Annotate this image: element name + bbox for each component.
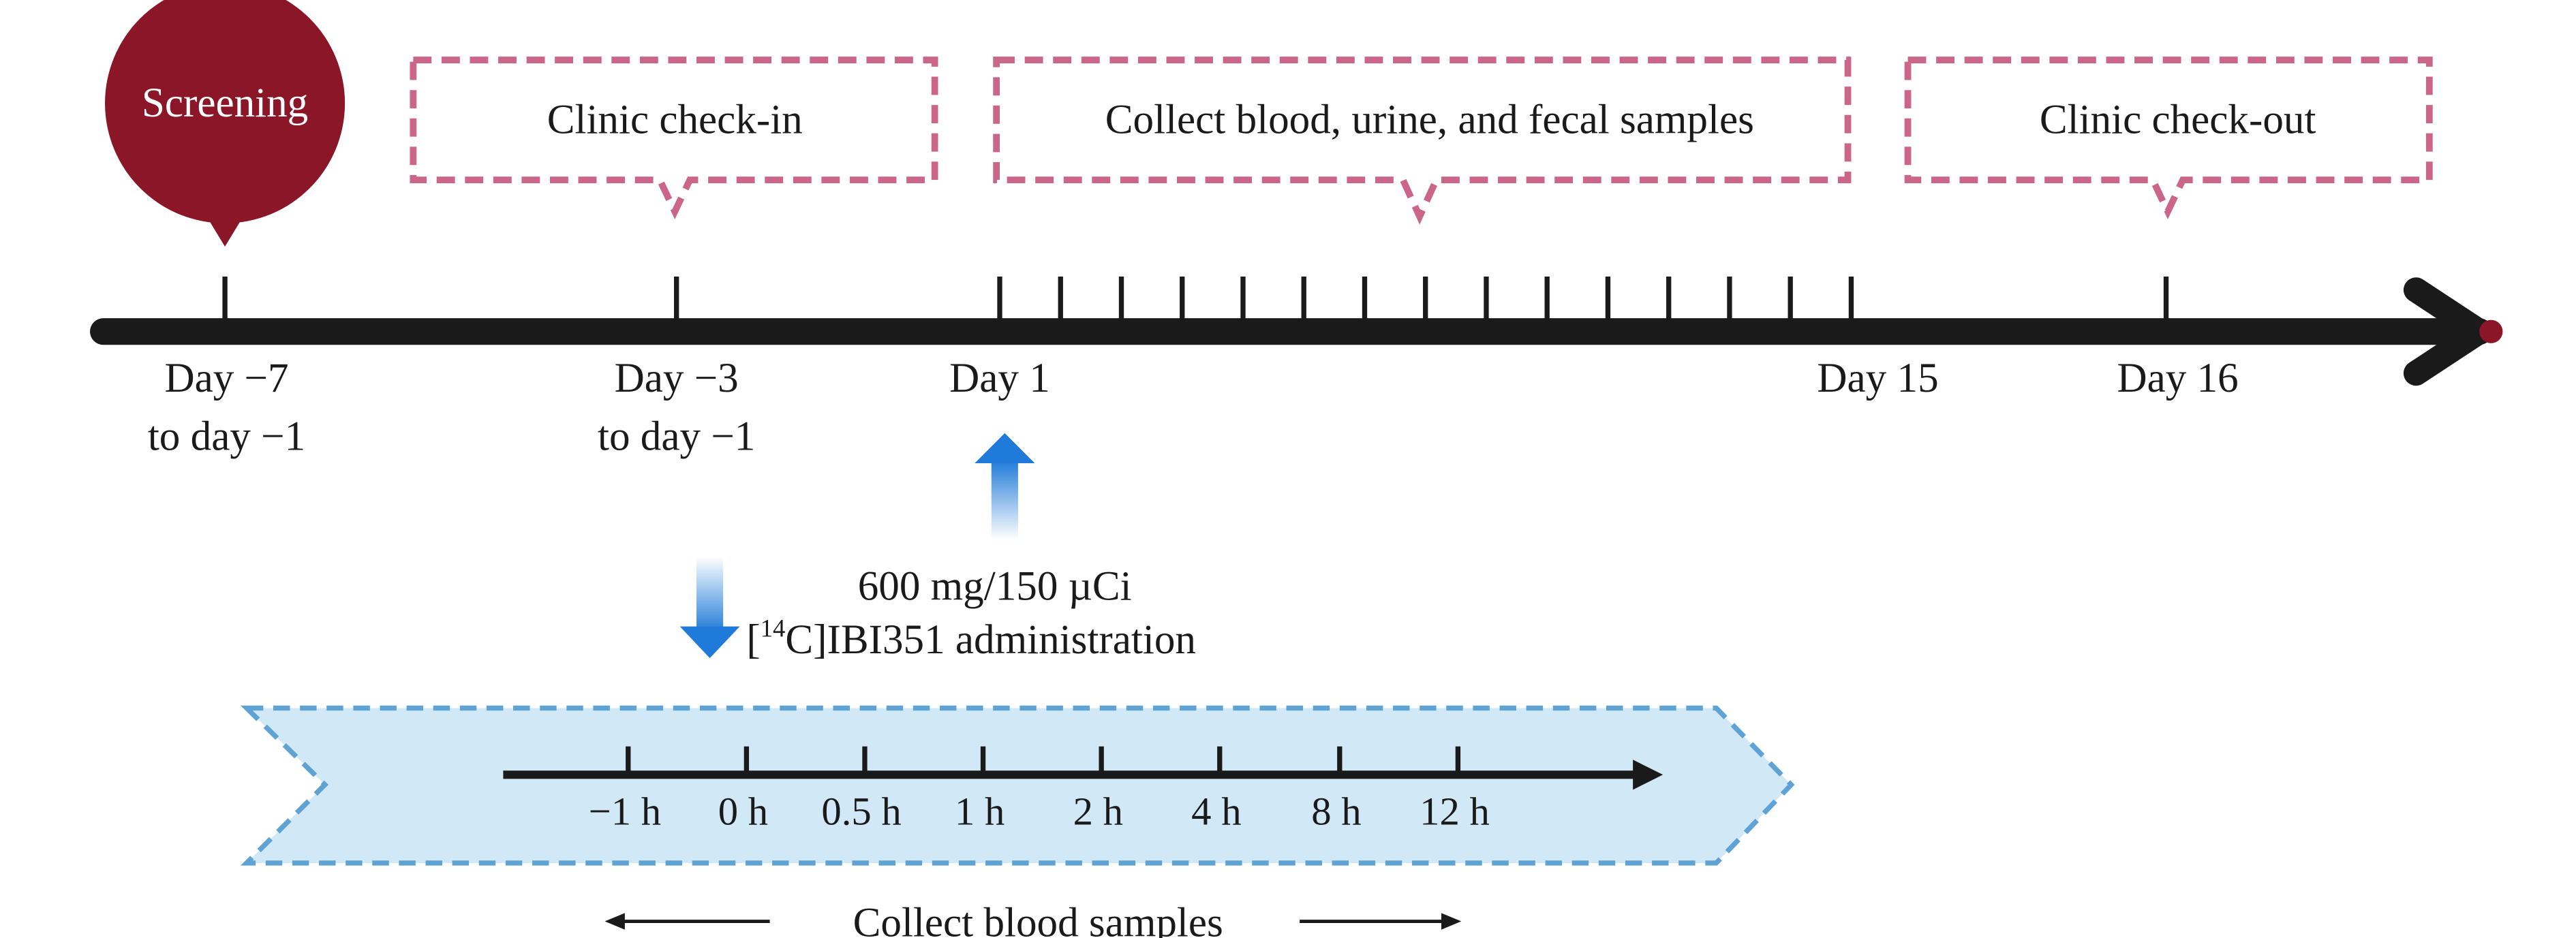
dose-isotope-mass: 14: [761, 614, 786, 642]
screening-marker: Screening: [105, 0, 346, 247]
screening-label: Screening: [142, 80, 308, 126]
dose-info: 600 mg/150 µCi [14C]IBI351 administratio…: [746, 563, 1196, 662]
collect-blood-footer: Collect blood samples: [604, 901, 1462, 938]
callout-check-out: [1904, 57, 2433, 220]
arrow-down-icon: [679, 556, 740, 659]
blood-axis-arrowhead: [1633, 760, 1663, 790]
blood-tick-label: 0.5 h: [821, 790, 901, 834]
label-day-m7-line2: to day −1: [148, 413, 305, 459]
blood-sampling-band: −1 h 0 h 0.5 h 1 h 2 h 4 h 8 h 12 h: [240, 705, 1795, 866]
blood-axis-ticks: −1 h 0 h 0.5 h 1 h 2 h 4 h 8 h 12 h: [589, 746, 1490, 834]
blood-band-shape: [246, 708, 1792, 863]
callout-check-in-frame: [410, 57, 938, 220]
main-axis-end-dot: [2479, 319, 2503, 343]
label-day-m7-line1: Day −7: [164, 356, 288, 401]
dose-amount: 600 mg/150 µCi: [858, 563, 1132, 609]
collect-blood-label: Collect blood samples: [853, 901, 1223, 938]
callout-check-out-frame: [1904, 57, 2433, 220]
arrow-up-icon: [975, 433, 1035, 540]
blood-tick-label: 4 h: [1191, 790, 1241, 834]
callout-collect-samples: [993, 57, 1852, 225]
blood-tick-label: 0 h: [718, 790, 768, 834]
callout-collect-samples-label: Collect blood, urine, and fecal samples: [1105, 97, 1754, 143]
arrow-left-icon: [604, 913, 770, 930]
label-day-m3-line1: Day −3: [615, 356, 739, 401]
callout-collect-samples-frame: [993, 57, 1852, 225]
label-day-1: Day 1: [949, 356, 1050, 401]
screening-circle: [105, 0, 346, 223]
callout-check-out-label: Clinic check-out: [2040, 97, 2316, 143]
callout-check-in: [410, 57, 938, 220]
main-timeline: [90, 277, 2503, 386]
blood-tick-label: 12 h: [1420, 790, 1490, 834]
label-day-15: Day 15: [1817, 356, 1938, 401]
label-day-16: Day 16: [2117, 356, 2239, 401]
callout-check-in-label: Clinic check-in: [547, 97, 803, 143]
blood-tick-label: 8 h: [1311, 790, 1361, 834]
blood-tick-label: −1 h: [589, 790, 661, 834]
timeline-labels: Day −7 to day −1 Day −3 to day −1 Day 1 …: [148, 356, 2239, 460]
label-day-m3-line2: to day −1: [598, 413, 755, 459]
dose-compound-name: C]IBI351 administration: [785, 617, 1196, 663]
dose-bracket: [: [746, 617, 760, 663]
blood-tick-label: 1 h: [955, 790, 1005, 834]
arrow-right-icon: [1300, 913, 1462, 930]
dose-compound: [14C]IBI351 administration: [746, 614, 1196, 662]
blood-band-border: [240, 705, 1795, 866]
blood-tick-label: 2 h: [1073, 790, 1123, 834]
main-axis-ticks: [222, 277, 2169, 332]
screening-pointer: [196, 200, 254, 247]
